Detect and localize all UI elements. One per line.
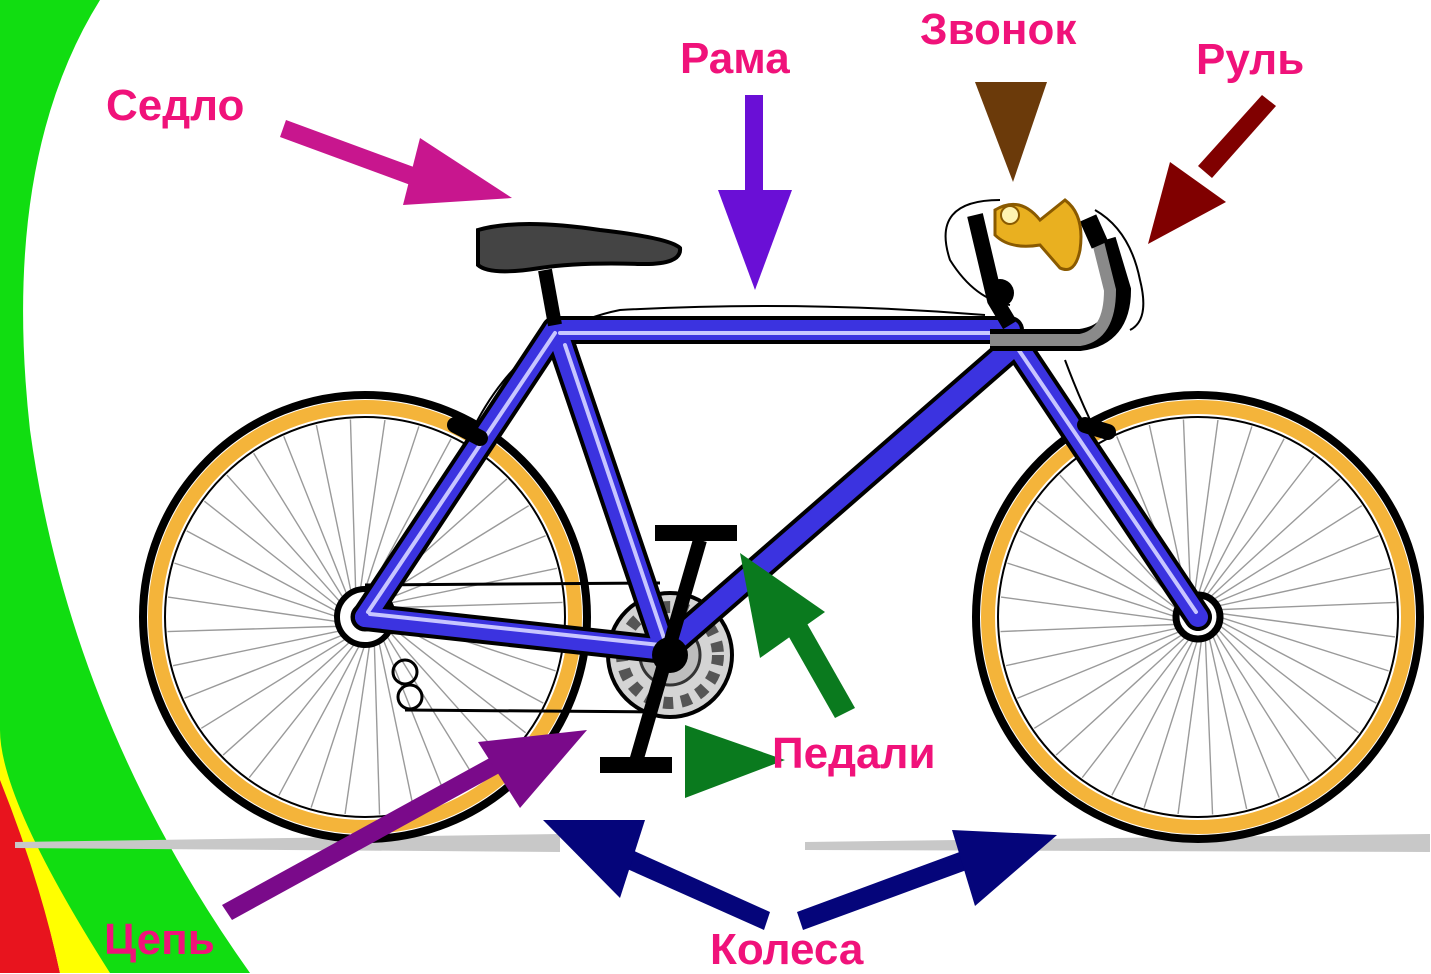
wheel-spoke — [1055, 629, 1194, 756]
wheel-spoke — [378, 628, 447, 798]
wheel-spoke — [1194, 426, 1253, 604]
wheel-spoke — [1208, 625, 1280, 798]
wheel-spoke — [1204, 629, 1214, 815]
wheel-spoke — [1007, 562, 1185, 621]
wheel-spoke — [1111, 630, 1199, 796]
wheel-spoke — [376, 535, 546, 604]
wheel-spoke — [278, 634, 366, 796]
wheel-spoke — [380, 601, 563, 609]
wheel-spoke — [1204, 505, 1363, 606]
wheel-spoke — [222, 633, 360, 756]
wheel-spoke — [1005, 625, 1188, 667]
arrow-saddle — [280, 120, 512, 205]
background-stripes — [0, 0, 250, 973]
pedal-icon — [600, 757, 672, 773]
wheel-spoke — [310, 634, 369, 808]
label-chain: Цепь — [104, 915, 215, 964]
label-wheels: Колеса — [710, 925, 864, 974]
chain — [364, 581, 661, 714]
wheel-spoke — [1081, 630, 1197, 779]
wheel-spoke — [1211, 616, 1377, 704]
crank — [600, 525, 737, 773]
wheel-spoke — [200, 631, 357, 729]
wheel-spoke — [1000, 623, 1186, 633]
wheel-spoke — [1182, 419, 1192, 605]
wheel-spoke — [1192, 419, 1219, 604]
wheel-spoke — [1208, 567, 1391, 609]
wheel-spoke — [174, 562, 348, 621]
wheel-spoke — [1199, 455, 1315, 604]
wheel-spoke — [1210, 601, 1396, 611]
ground-shadow-right — [805, 834, 1430, 852]
wheel-spoke — [379, 625, 477, 782]
wheel-spoke — [378, 567, 558, 607]
wheel-spoke — [1000, 596, 1185, 623]
wheel-spoke — [358, 419, 386, 601]
wheel-spoke — [248, 634, 363, 779]
wheel-spoke — [203, 500, 348, 615]
pedal-icon — [655, 525, 737, 541]
wheel-spoke — [186, 530, 348, 618]
wheel-spoke — [1197, 438, 1285, 604]
seat-post — [538, 268, 562, 327]
wheel-spoke — [1210, 621, 1337, 760]
arrow-frame — [718, 95, 792, 290]
arrow-wheels-left — [543, 820, 770, 930]
wheel-spoke — [315, 424, 355, 604]
saddle-icon — [476, 222, 683, 274]
wheel-spoke — [361, 426, 420, 600]
wheel-spoke — [283, 436, 352, 606]
wheel-spoke — [1211, 613, 1389, 672]
label-frame: Рама — [680, 34, 790, 83]
frame — [351, 316, 1212, 664]
wheel-spoke — [1206, 627, 1248, 810]
wheel-spoke — [184, 630, 354, 699]
label-handlebar: Руль — [1196, 35, 1305, 84]
wheel-spoke — [382, 619, 527, 734]
wheel-spoke — [349, 419, 357, 602]
handlebar — [967, 213, 1132, 351]
wheel-spoke — [1206, 535, 1379, 607]
arrow-wheels-right — [797, 830, 1057, 930]
wheel-spoke — [1019, 530, 1185, 618]
label-pedals: Педали — [772, 729, 936, 778]
label-bell: Звонок — [920, 5, 1077, 54]
bell-horn-icon — [993, 198, 1083, 271]
wheel-spoke — [373, 632, 381, 815]
arrows — [222, 82, 1276, 930]
arrow-chain — [222, 730, 587, 920]
wheel-spoke — [1211, 611, 1396, 638]
ground-shadow-left — [15, 834, 560, 852]
wheel-spoke — [381, 622, 504, 760]
arrow-handlebar — [1148, 95, 1276, 244]
wheel-spoke — [167, 596, 349, 624]
wheel-spoke — [1202, 478, 1341, 605]
arrow-pedal-upper — [740, 553, 855, 718]
wheel-spoke — [375, 630, 415, 810]
wheel-spoke — [253, 452, 351, 609]
wheel-spoke — [167, 625, 350, 633]
wheel-spoke — [226, 474, 349, 612]
label-saddle: Седло — [106, 81, 245, 130]
wheel-spoke — [1017, 627, 1190, 699]
wheel-spoke — [1143, 630, 1202, 808]
arrow-bell — [975, 82, 1047, 182]
wheel-spoke — [1036, 500, 1185, 616]
arrow-pedal-lower — [685, 725, 785, 798]
wheel-spoke — [1177, 630, 1204, 815]
wheel-spoke — [344, 633, 372, 815]
wheel-spoke — [1211, 618, 1360, 734]
wheel-spoke — [1209, 623, 1310, 782]
wheel-spoke — [1033, 628, 1192, 729]
front-wheel — [972, 391, 1424, 843]
wheel-spoke — [172, 627, 352, 667]
